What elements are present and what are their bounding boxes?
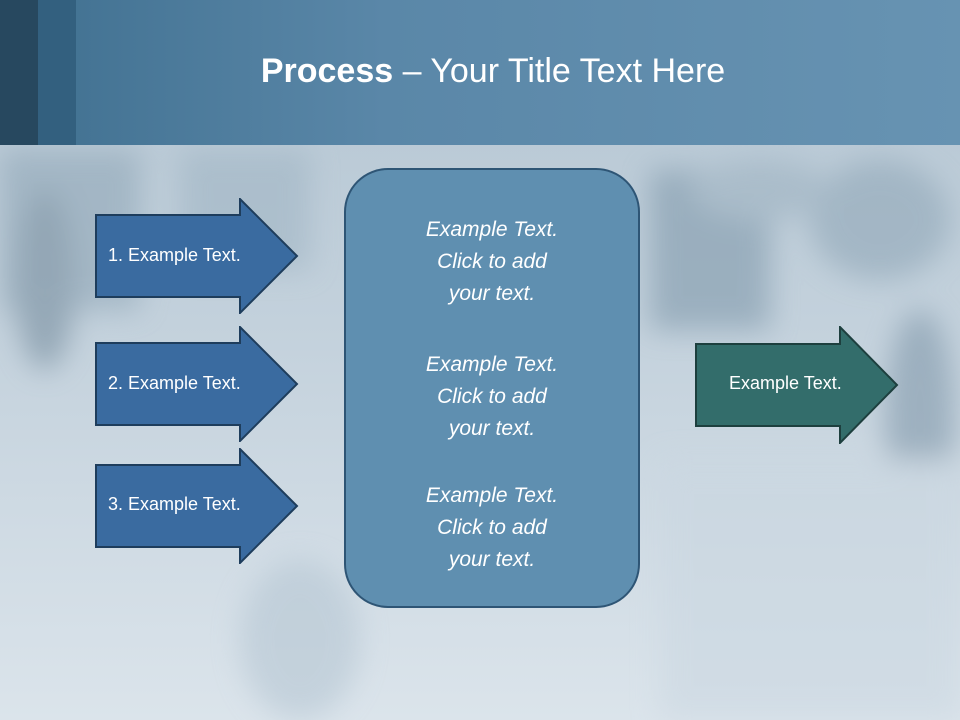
right-arrow[interactable] [694, 326, 900, 444]
center-block-1-line-2: Click to add [437, 250, 547, 273]
left-arrow-2[interactable] [94, 326, 300, 442]
left-arrow-3-label: 3. Example Text. [108, 494, 241, 514]
left-arrow-2-label: 2. Example Text. [108, 373, 241, 393]
right-arrow-label: Example Text. [729, 373, 842, 393]
left-arrow-3[interactable] [94, 448, 300, 564]
center-text-block-2: Example Text. Click to add your text. [346, 349, 638, 445]
center-block-3-line-2: Click to add [437, 516, 547, 539]
center-block-2-line-1: Example Text. [425, 353, 559, 376]
center-block-3-line-1: Example Text. [425, 484, 559, 507]
center-block-3-line-3: your text. [448, 548, 536, 571]
center-text-box[interactable]: Example Text. Click to add your text. Ex… [344, 168, 640, 608]
center-text-block-1: Example Text. Click to add your text. [346, 214, 638, 310]
center-text-block-3: Example Text. Click to add your text. [346, 480, 638, 576]
center-block-1-line-3: your text. [448, 282, 536, 305]
slide-title[interactable]: Process – Your Title Text Here [0, 52, 960, 91]
title-band [0, 0, 960, 145]
center-block-2-line-3: your text. [448, 417, 536, 440]
center-block-2-line-2: Click to add [437, 385, 547, 408]
slide-title-rest: – Your Title Text Here [393, 52, 726, 90]
left-arrow-1-label: 1. Example Text. [108, 245, 241, 265]
center-block-1-line-1: Example Text. [425, 218, 559, 241]
left-arrow-1[interactable] [94, 198, 300, 314]
header-accent-mid [38, 0, 76, 145]
header-accent-dark [0, 0, 38, 145]
slide-title-bold: Process [260, 52, 394, 90]
